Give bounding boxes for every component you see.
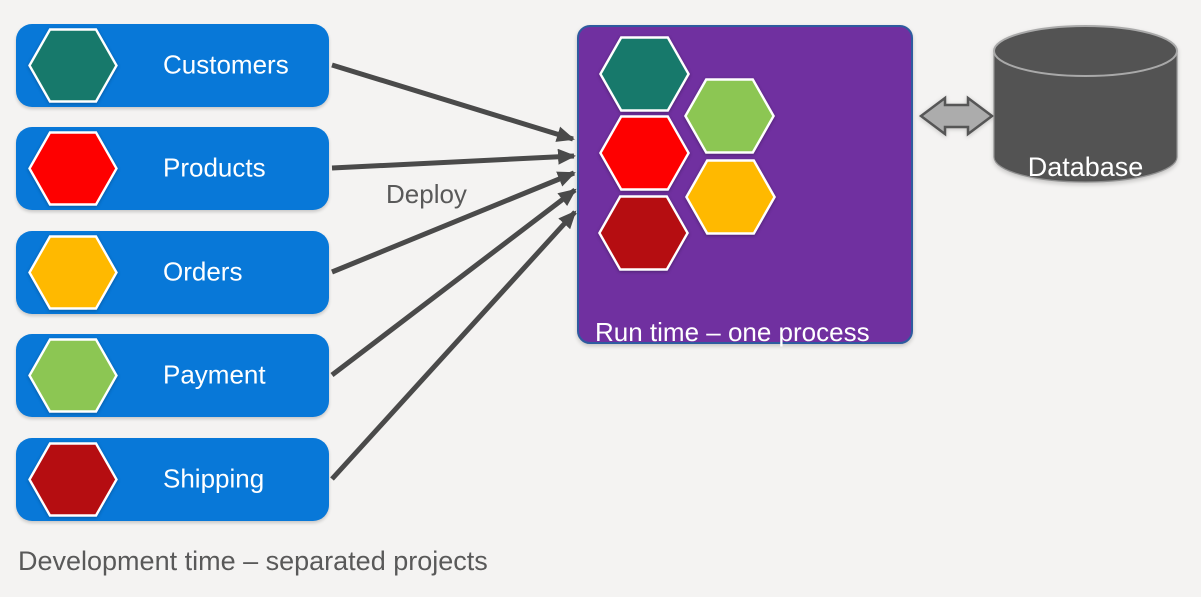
runtime-label: Run time – one process [595, 317, 870, 347]
module-label-orders: Orders [163, 255, 243, 286]
deploy-arrow-customers [331, 62, 575, 142]
deploy-arrow-products [331, 148, 576, 171]
module-label-customers: Customers [163, 48, 289, 79]
caption: Development time – separated projects [18, 546, 488, 576]
module-label-products: Products [163, 151, 266, 182]
hexagon-icon [599, 115, 690, 191]
hexagon-icon [684, 78, 775, 154]
database: Database [992, 24, 1179, 184]
module-payment: Payment [16, 334, 329, 417]
deploy-arrow-payment [330, 188, 577, 377]
hexagon-icon [28, 338, 118, 413]
module-customers: Customers [16, 24, 329, 107]
hexagon-icon [685, 159, 776, 235]
module-shipping: Shipping [16, 438, 329, 521]
hexagon-icon [599, 36, 690, 112]
module-products: Products [16, 127, 329, 210]
deploy-arrow-shipping [330, 210, 577, 481]
module-orders: Orders [16, 231, 329, 314]
deploy-label: Deploy [386, 179, 467, 209]
database-cylinder-icon [993, 25, 1178, 183]
hexagon-icon [28, 442, 118, 517]
runtime-box: Run time – one process [577, 25, 913, 347]
module-label-shipping: Shipping [163, 462, 265, 493]
database-label: Database [1027, 152, 1144, 182]
bidirectional-arrow-icon [918, 95, 995, 137]
hexagon-icon [598, 195, 689, 271]
module-label-payment: Payment [163, 358, 266, 389]
hexagon-icon [28, 28, 118, 103]
hexagon-icon [28, 131, 118, 206]
hexagon-icon [28, 235, 118, 310]
